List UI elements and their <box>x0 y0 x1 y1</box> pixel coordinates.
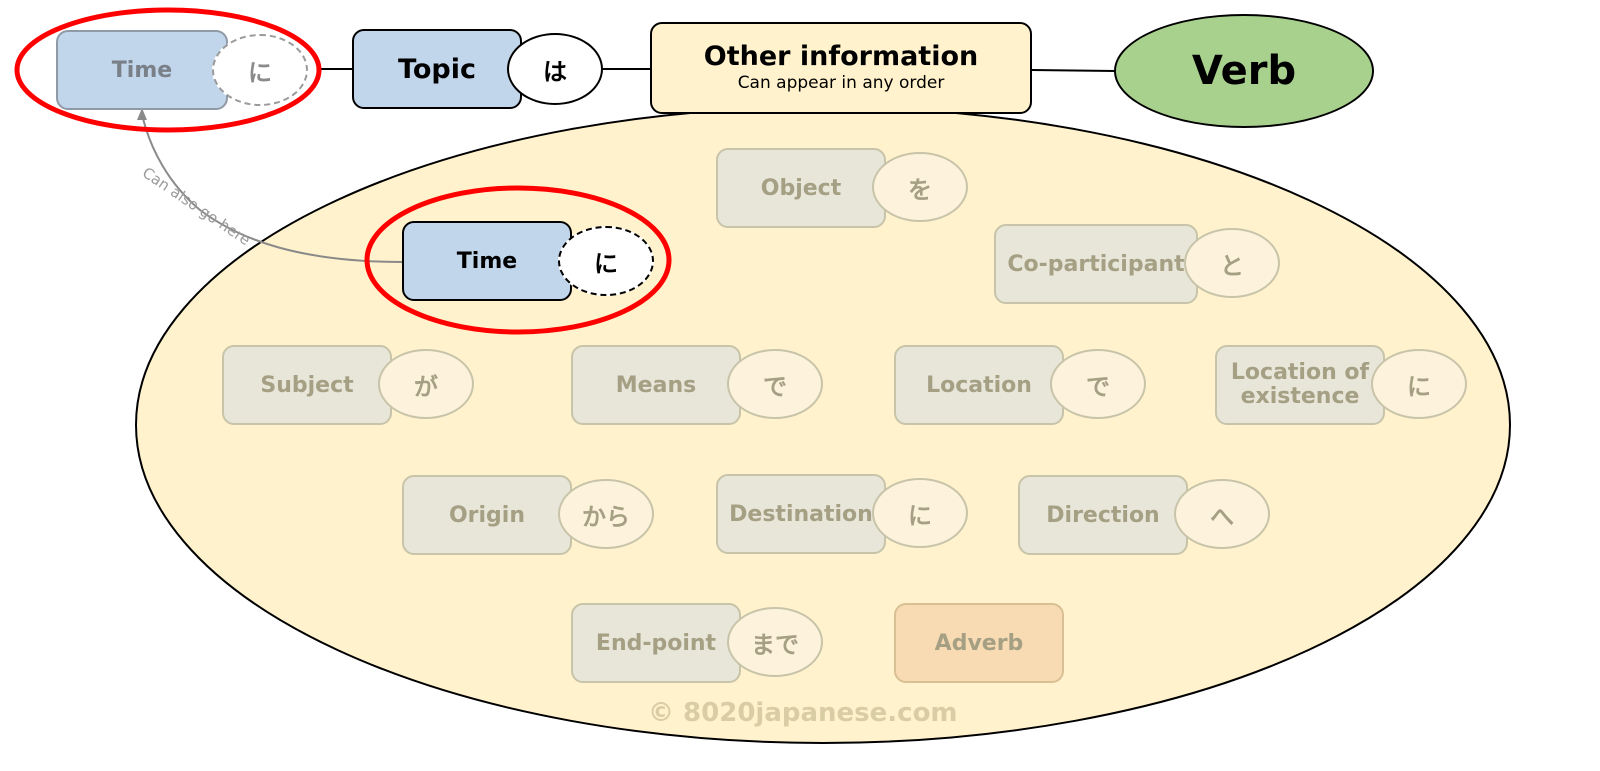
kara-particle: から <box>558 479 654 549</box>
topic-label: Topic <box>398 53 476 85</box>
time-label-top: Time <box>111 57 173 83</box>
ni-particle-inner-label: に <box>594 249 618 278</box>
to-particle: と <box>1184 228 1280 298</box>
other-information-subtitle: Can appear in any order <box>737 73 945 93</box>
de-particle-means: で <box>727 349 823 419</box>
co-participant-box: Co-participant <box>994 224 1198 304</box>
time-box-top: Time <box>56 30 228 110</box>
verb-label: Verb <box>1191 48 1297 94</box>
ni-particle-existence-label: に <box>1407 372 1431 401</box>
adverb-label: Adverb <box>934 630 1024 656</box>
kara-particle-label: から <box>582 502 630 531</box>
ni-particle-top-label: に <box>248 58 272 87</box>
de-particle-means-label: で <box>763 372 787 401</box>
e-particle-label: へ <box>1210 502 1234 531</box>
adverb-box: Adverb <box>894 603 1064 683</box>
e-particle: へ <box>1174 479 1270 549</box>
co-participant-label: Co-participant <box>1007 251 1185 277</box>
destination-box: Destination <box>716 474 886 554</box>
ni-particle-top: に <box>212 34 308 106</box>
object-box: Object <box>716 148 886 228</box>
wa-particle: は <box>507 33 603 105</box>
direction-label: Direction <box>1046 502 1160 528</box>
location-of-existence-label-line2: existence <box>1240 384 1360 409</box>
location-label: Location <box>926 372 1032 398</box>
origin-label: Origin <box>448 502 526 528</box>
object-label: Object <box>760 175 842 201</box>
origin-box: Origin <box>402 475 572 555</box>
ga-particle: が <box>378 349 474 419</box>
location-box: Location <box>894 345 1064 425</box>
location-of-existence-label-line1: Location of <box>1230 360 1370 385</box>
subject-box: Subject <box>222 345 392 425</box>
de-particle-location: で <box>1050 349 1146 419</box>
location-of-existence-box: Location of existence <box>1215 345 1385 425</box>
means-label: Means <box>615 372 697 398</box>
verb-ellipse: Verb <box>1114 14 1374 128</box>
destination-label: Destination <box>729 501 873 527</box>
ni-particle-existence: に <box>1371 349 1467 419</box>
made-particle-label: まで <box>751 630 799 659</box>
ni-particle-destination: に <box>872 478 968 548</box>
end-point-box: End-point <box>571 603 741 683</box>
time-label-inner: Time <box>456 248 518 274</box>
to-particle-label: と <box>1220 251 1244 280</box>
topic-box: Topic <box>352 29 522 109</box>
wa-particle-label: は <box>543 57 567 86</box>
ni-particle-destination-label: に <box>908 501 932 530</box>
wo-particle: を <box>872 152 968 222</box>
wo-particle-label: を <box>908 175 932 204</box>
other-information-title: Other information <box>703 41 979 72</box>
de-particle-location-label: で <box>1086 372 1110 401</box>
end-point-label: End-point <box>595 630 717 656</box>
other-information-box: Other information Can appear in any orde… <box>650 22 1032 114</box>
time-box-inner: Time <box>402 221 572 301</box>
also-here-arrow <box>141 113 404 263</box>
made-particle: まで <box>727 607 823 677</box>
copyright-text: © 8020japanese.com <box>648 698 958 728</box>
means-box: Means <box>571 345 741 425</box>
subject-label: Subject <box>260 372 354 398</box>
connector-other-verb <box>1031 69 1116 72</box>
direction-box: Direction <box>1018 475 1188 555</box>
ga-particle-label: が <box>414 372 438 401</box>
ni-particle-inner: に <box>558 226 654 296</box>
